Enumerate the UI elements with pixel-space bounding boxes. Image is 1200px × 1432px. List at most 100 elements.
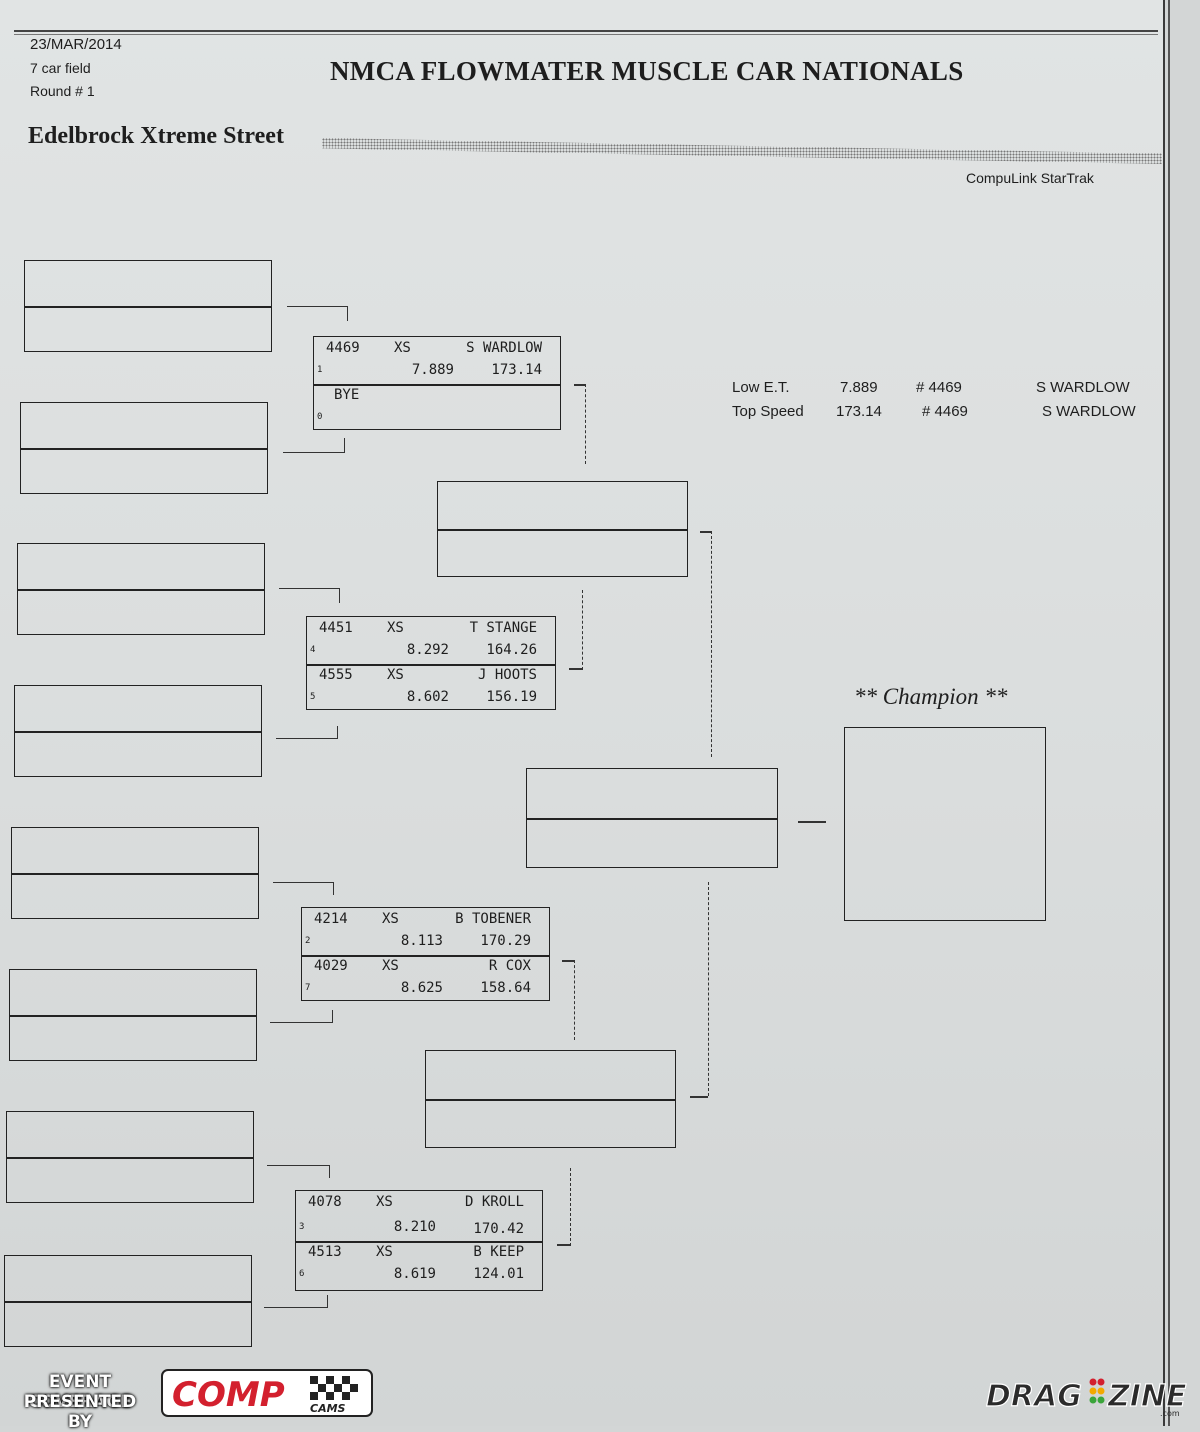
bracket-sheet: 23/MAR/2014 7 car field Round # 1 NMCA F… [0, 0, 1165, 1426]
elapsed-time: 8.625 [400, 980, 443, 996]
car-number: 4214 [314, 911, 348, 927]
bracket-slot-2 [20, 402, 268, 494]
event-date: 23/MAR/2014 [30, 36, 122, 53]
matchup-box-4: 4078 XS D KROLL 3 8.210 170.42 4513 XS B… [295, 1190, 543, 1291]
dash-line [711, 531, 712, 757]
speed: 173.14 [491, 362, 542, 378]
car-number: 4513 [308, 1244, 342, 1260]
dash-tick [562, 960, 575, 962]
lane-top: 4469 XS S WARDLOW 1 7.889 173.14 [314, 337, 560, 384]
elapsed-time: 8.602 [406, 689, 449, 705]
lane-top: 4214 XS B TOBENER 2 8.113 170.29 [302, 908, 549, 955]
svg-text:CAMS: CAMS [310, 1402, 346, 1415]
speed: 124.01 [473, 1266, 524, 1282]
bracket-slot-1 [24, 260, 272, 352]
bracket-slot-5 [11, 827, 259, 919]
connector-8 [264, 1295, 328, 1308]
dash-line [585, 384, 586, 464]
qualifying-position: 3 [299, 1222, 305, 1232]
comp-cams-logo: COMP CAMS [161, 1369, 373, 1417]
dragzine-logo: DRAG ZINE .com [985, 1378, 1187, 1418]
qualifying-position: 1 [317, 365, 323, 375]
dash-tick [690, 1096, 708, 1098]
lane-top: 4451 XS T STANGE 4 8.292 164.26 [307, 617, 555, 664]
driver-name: B KEEP [473, 1244, 524, 1260]
speed: 156.19 [486, 689, 537, 705]
connector-1 [287, 306, 348, 321]
connector-2 [283, 438, 345, 453]
elapsed-time: 8.619 [393, 1266, 436, 1282]
car-number: 4451 [319, 620, 353, 636]
elapsed-time: 8.113 [400, 933, 443, 949]
lane-bottom: 4555 XS J HOOTS 5 8.602 156.19 [307, 664, 555, 711]
driver-name: J HOOTS [477, 667, 537, 683]
speed: 164.26 [486, 642, 537, 658]
timing-system: CompuLink StarTrak [966, 170, 1094, 186]
semifinal-slot-1 [437, 481, 688, 577]
dash-tick [700, 531, 712, 533]
car-class: XS [376, 1244, 393, 1260]
qualifying-position: 4 [310, 645, 316, 655]
car-class: XS [382, 958, 399, 974]
sponsor-line-1: EVENT COVERAGE [28, 1372, 132, 1412]
connector-4 [276, 726, 338, 739]
dash-line [574, 960, 575, 1040]
qualifying-position: 0 [317, 412, 323, 422]
car-number: 4078 [308, 1194, 342, 1210]
connector-7 [267, 1165, 330, 1178]
top-speed-label: Top Speed [732, 403, 804, 420]
dash-tick [569, 668, 582, 670]
low-et-value: 7.889 [840, 379, 878, 396]
bracket-slot-4 [14, 685, 262, 777]
qualifying-position: 5 [310, 692, 316, 702]
final-connector [798, 821, 826, 823]
connector-5 [273, 882, 334, 895]
dash-line [570, 1168, 571, 1246]
round-label: Round # 1 [30, 83, 95, 99]
connector-3 [279, 588, 340, 603]
svg-text:ZINE: ZINE [1107, 1379, 1187, 1414]
car-class: XS [387, 667, 404, 683]
car-class: XS [387, 620, 404, 636]
elapsed-time: 7.889 [411, 362, 454, 378]
dash-line [708, 882, 709, 1096]
qualifying-position: 6 [299, 1269, 305, 1279]
car-class: XS [376, 1194, 393, 1210]
dash-tick [574, 384, 586, 386]
svg-text:COMP: COMP [172, 1375, 285, 1415]
matchup-box-2: 4451 XS T STANGE 4 8.292 164.26 4555 XS … [306, 616, 556, 710]
bracket-slot-3 [17, 543, 265, 635]
driver-name: D KROLL [464, 1194, 524, 1210]
elapsed-time: 8.292 [406, 642, 449, 658]
driver-name: T STANGE [469, 620, 537, 636]
top-speed-driver: S WARDLOW [1042, 403, 1136, 420]
final-slot [526, 768, 778, 868]
svg-text:DRAG: DRAG [986, 1379, 1082, 1414]
top-speed-car: # 4469 [922, 403, 968, 420]
speed: 170.29 [480, 933, 531, 949]
driver-name: S WARDLOW [466, 340, 542, 356]
top-speed-value: 173.14 [836, 403, 882, 420]
lane-bottom: BYE 0 [314, 384, 560, 431]
champion-label: ** Champion ** [854, 684, 1008, 709]
bracket-slot-7 [6, 1111, 254, 1203]
car-class: XS [382, 911, 399, 927]
speed: 170.42 [473, 1221, 524, 1237]
matchup-box-3: 4214 XS B TOBENER 2 8.113 170.29 4029 XS… [301, 907, 550, 1001]
lane-bottom: 4029 XS R COX 7 8.625 158.64 [302, 955, 549, 1002]
champion-box [844, 727, 1046, 921]
driver-name: B TOBENER [455, 911, 531, 927]
top-rule [14, 30, 1158, 32]
car-number: 4555 [319, 667, 353, 683]
svg-text:.com: .com [1160, 1409, 1180, 1418]
car-number: 4469 [326, 340, 360, 356]
class-title: Edelbrock Xtreme Street [28, 123, 284, 149]
top-rule-thin [14, 34, 1158, 35]
speed: 158.64 [480, 980, 531, 996]
car-number: BYE [334, 387, 360, 403]
driver-name: R COX [488, 958, 531, 974]
dash-tick [557, 1244, 570, 1246]
matchup-box-1: 4469 XS S WARDLOW 1 7.889 173.14 BYE 0 [313, 336, 561, 430]
qualifying-position: 2 [305, 936, 311, 946]
lane-bottom: 4513 XS B KEEP 6 8.619 124.01 [296, 1241, 542, 1288]
